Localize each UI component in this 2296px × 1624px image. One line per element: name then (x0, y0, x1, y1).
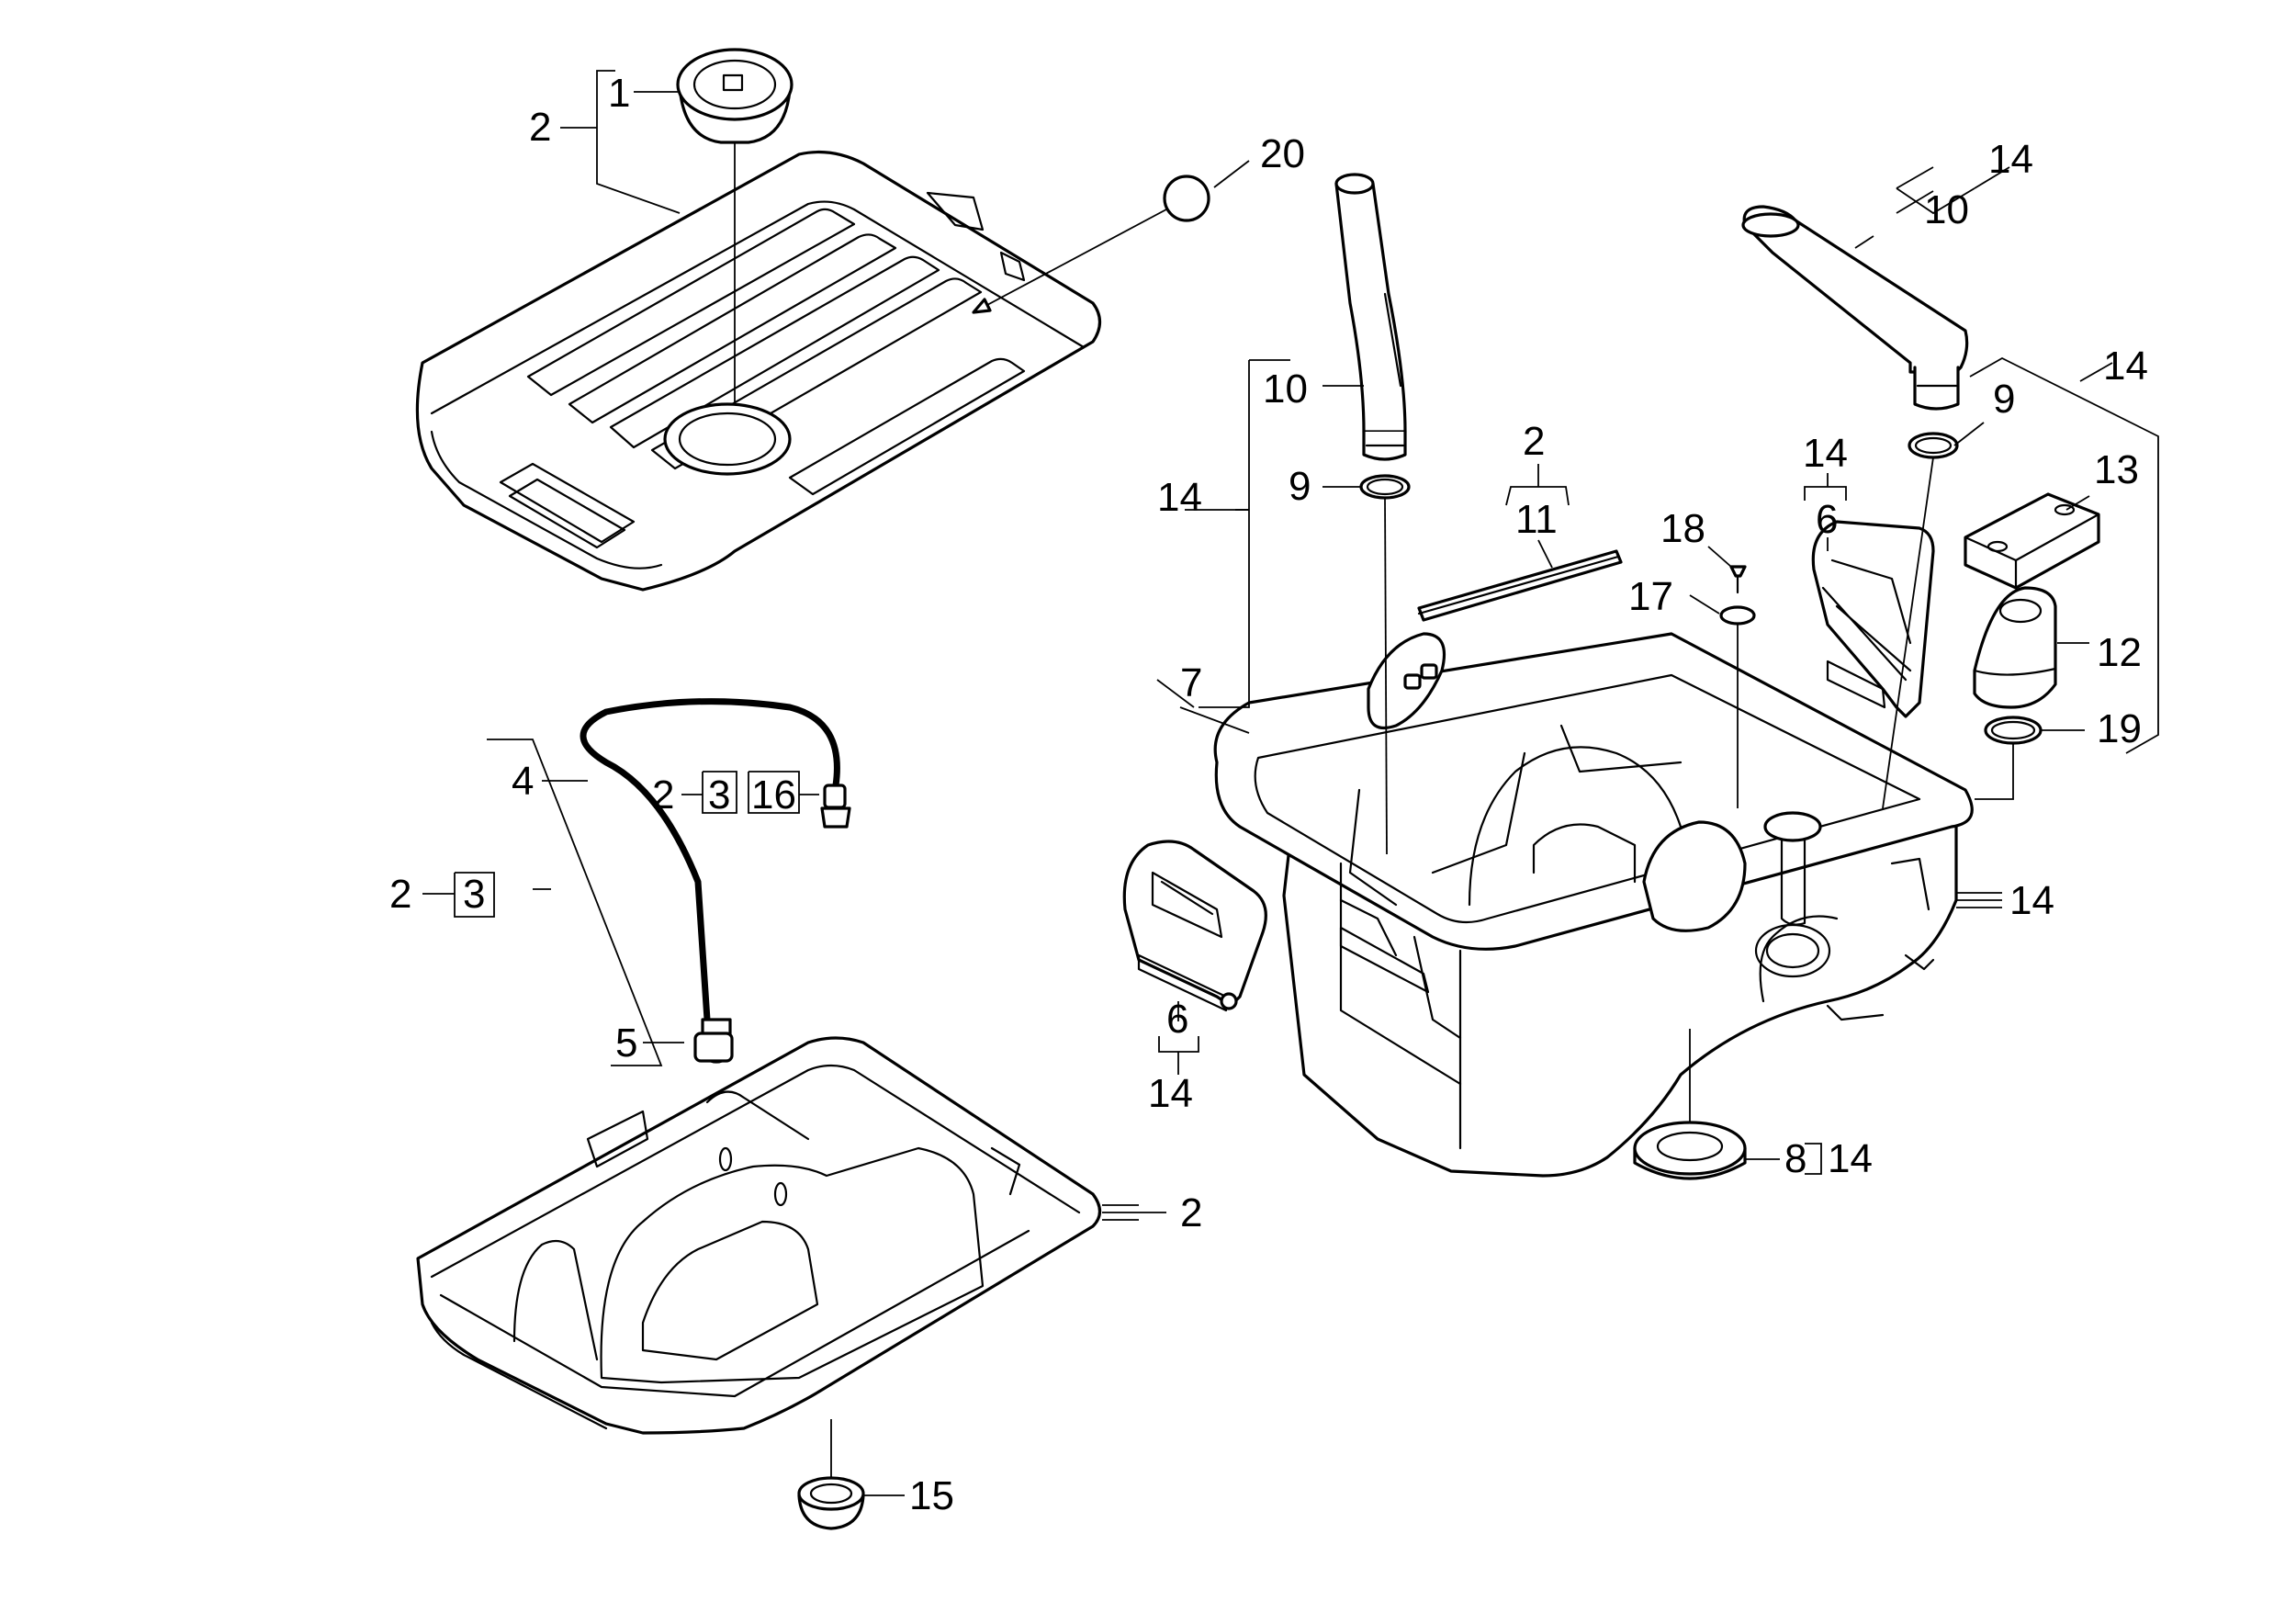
callout-2: 2 (1523, 419, 1545, 464)
gasket-strip-part[interactable] (1417, 549, 1623, 622)
callout-13: 13 (2094, 447, 2139, 492)
main-container-part[interactable] (1213, 632, 1974, 1178)
callout-2: 2 (652, 773, 674, 818)
callout-6: 6 (1816, 497, 1838, 542)
callout-14: 14 (1148, 1071, 1193, 1116)
grommet-part[interactable] (797, 1476, 865, 1530)
screw-part[interactable] (1729, 565, 1747, 594)
callout-5: 5 (615, 1021, 637, 1066)
callout-20: 20 (1260, 131, 1305, 176)
o-ring-right-part[interactable] (1882, 432, 1959, 809)
callout-19: 19 (2097, 706, 2142, 751)
callout-2: 2 (389, 872, 411, 917)
float-ball-part[interactable] (972, 175, 1210, 314)
callout-2: 2 (529, 105, 551, 150)
callout-4: 4 (512, 759, 534, 804)
callout-9: 9 (1993, 377, 2015, 422)
callout-15: 15 (909, 1473, 954, 1518)
callout-8: 8 (1784, 1136, 1806, 1181)
callout-9: 9 (1289, 464, 1311, 509)
callout-16: 16 (751, 773, 796, 818)
callout-18: 18 (1660, 506, 1705, 551)
callout-14: 14 (2009, 878, 2054, 923)
callout-1: 1 (608, 71, 630, 116)
seal-ring-part[interactable] (1633, 1121, 1747, 1180)
valve-flap-top-part[interactable] (1811, 520, 1935, 718)
callout-14: 14 (2103, 344, 2148, 389)
callout-14: 14 (1803, 431, 1848, 476)
inlet-pipe-right-part[interactable] (1741, 205, 1969, 411)
cap-part[interactable] (676, 48, 793, 404)
o-ring-left-part[interactable] (1359, 474, 1411, 855)
valve-flap-bottom-part[interactable] (1122, 840, 1267, 1012)
inlet-pipe-left-part[interactable] (1334, 173, 1407, 461)
callout-2: 2 (1180, 1190, 1202, 1235)
lid-part[interactable] (415, 150, 1102, 592)
callout-10: 10 (1263, 367, 1308, 412)
callout-7: 7 (1180, 660, 1202, 705)
callout-14: 14 (1988, 137, 2033, 182)
callout-labels: 1 2 20 14 10 14 9 13 12 19 10 14 9 7 2 1… (389, 71, 2148, 1518)
callout-10: 10 (1924, 187, 1969, 232)
callout-3: 3 (708, 773, 730, 818)
callout-11: 11 (1515, 497, 1558, 542)
callout-17: 17 (1628, 574, 1673, 619)
pad-part[interactable] (1964, 492, 2100, 590)
elbow-part[interactable] (1973, 586, 2057, 709)
base-tray-part[interactable] (416, 1036, 1102, 1488)
callout-6: 6 (1166, 997, 1188, 1042)
callout-14: 14 (1828, 1136, 1873, 1181)
washer-part[interactable] (1719, 605, 1756, 808)
callout-3: 3 (463, 872, 485, 917)
hose-part[interactable] (580, 698, 851, 1064)
callout-14: 14 (1157, 475, 1202, 520)
leader-lines (422, 70, 2159, 1496)
o-ring-19-part[interactable] (1984, 716, 2043, 745)
filter-disc-part[interactable] (1367, 632, 1446, 730)
callout-12: 12 (2097, 630, 2142, 675)
